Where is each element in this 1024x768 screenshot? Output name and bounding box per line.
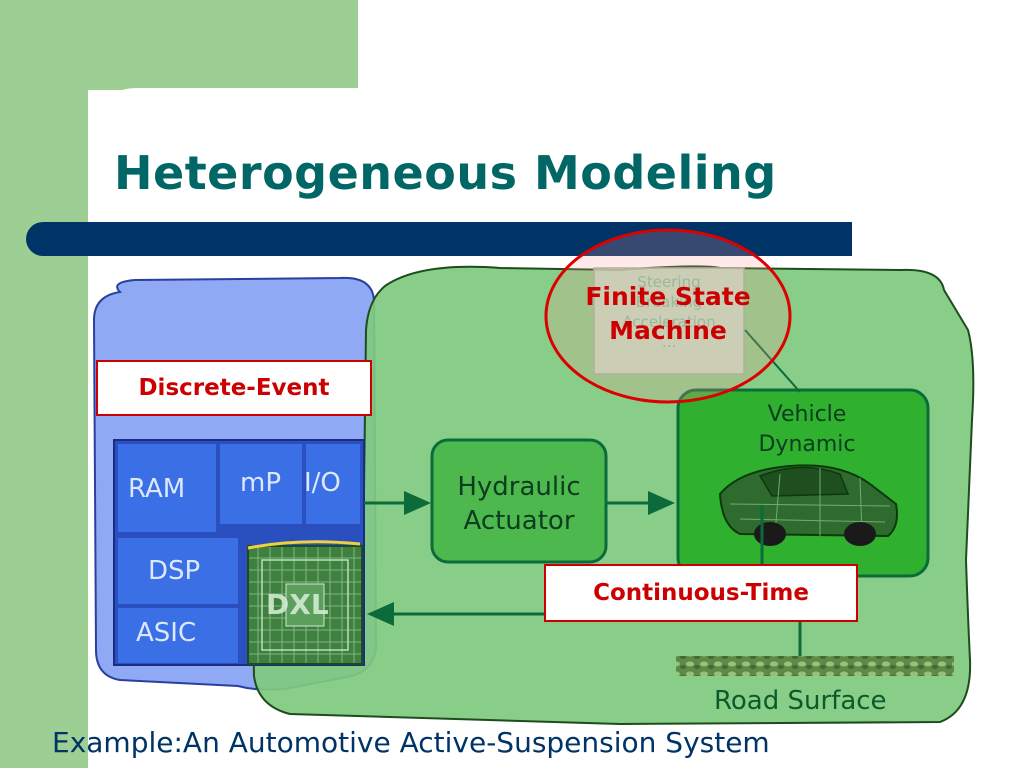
io-label: I/O	[304, 468, 341, 498]
hydraulic-actuator-block	[430, 438, 608, 564]
continuous-time-label: Continuous-Time	[544, 564, 858, 622]
top-decor-band	[0, 0, 358, 90]
fsm-faded-line: ...	[661, 333, 677, 351]
fsm-line2: Machine	[609, 316, 727, 345]
slide-title: Heterogeneous Modeling	[114, 146, 777, 200]
vehicle-line2: Dynamic	[758, 432, 856, 457]
asic-block	[118, 608, 238, 663]
title-underline-bar	[26, 222, 852, 256]
dxl-label: DXL	[266, 588, 329, 621]
fsm-faded-text: Steering Breaking Acceleration ...	[594, 272, 744, 352]
fsm-faded-line: Acceleration	[622, 313, 716, 331]
ram-block	[118, 444, 216, 532]
fsm-highlight-ellipse	[544, 228, 792, 404]
hydraulic-actuator-label: Hydraulic Actuator	[432, 470, 606, 538]
vehicle-dynamic-label: Vehicle Dynamic	[678, 400, 936, 460]
asic-label: ASIC	[136, 618, 197, 648]
fsm-label: Finite State Machine	[546, 280, 790, 348]
fsm-line1: Finite State	[585, 282, 751, 311]
fsm-faded-line: Breaking	[635, 293, 703, 311]
mp-label: mP	[240, 468, 282, 498]
fsm-faded-line: Steering	[637, 273, 701, 291]
mp-block	[220, 444, 302, 524]
hydraulic-line1: Hydraulic	[457, 472, 581, 502]
car-icon	[718, 464, 898, 546]
road-surface-strip	[676, 656, 954, 676]
slide-footer-caption: Example:An Automotive Active-Suspension …	[52, 726, 770, 759]
ram-label: RAM	[128, 474, 186, 504]
discrete-event-label: Discrete-Event	[96, 360, 372, 416]
io-block	[306, 444, 360, 524]
fsm-inner-box	[593, 267, 745, 375]
hydraulic-line2: Actuator	[463, 506, 575, 536]
dsp-block	[118, 538, 238, 604]
dsp-label: DSP	[148, 556, 201, 586]
road-surface-label: Road Surface	[714, 686, 887, 716]
vehicle-line1: Vehicle	[767, 402, 847, 427]
left-decor-band	[0, 0, 88, 768]
